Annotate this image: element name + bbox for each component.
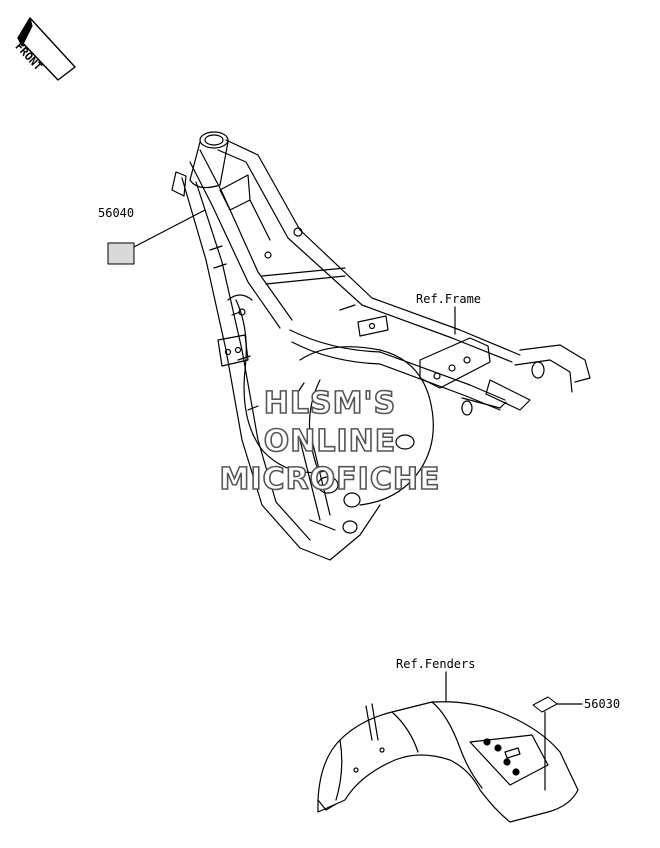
decal-56030-swatch bbox=[532, 696, 558, 713]
front-arrow-badge-icon bbox=[17, 17, 76, 81]
leader-line-56040 bbox=[131, 209, 206, 249]
watermark-line-1: HLSM'S bbox=[263, 385, 397, 422]
part-number-56040: 56040 bbox=[98, 206, 135, 220]
part-number-56030: 56030 bbox=[584, 697, 621, 711]
ref-fenders-label: Ref.Fenders bbox=[396, 657, 476, 671]
decal-56040-swatch bbox=[107, 242, 135, 265]
watermark-line-2: ONLINE bbox=[263, 423, 397, 460]
ref-frame-label: Ref.Frame bbox=[416, 292, 482, 306]
rear-fender-drawing bbox=[317, 701, 579, 823]
watermark-line-3: MICROFICHE bbox=[219, 461, 441, 498]
motorcycle-frame-drawing bbox=[171, 131, 591, 561]
